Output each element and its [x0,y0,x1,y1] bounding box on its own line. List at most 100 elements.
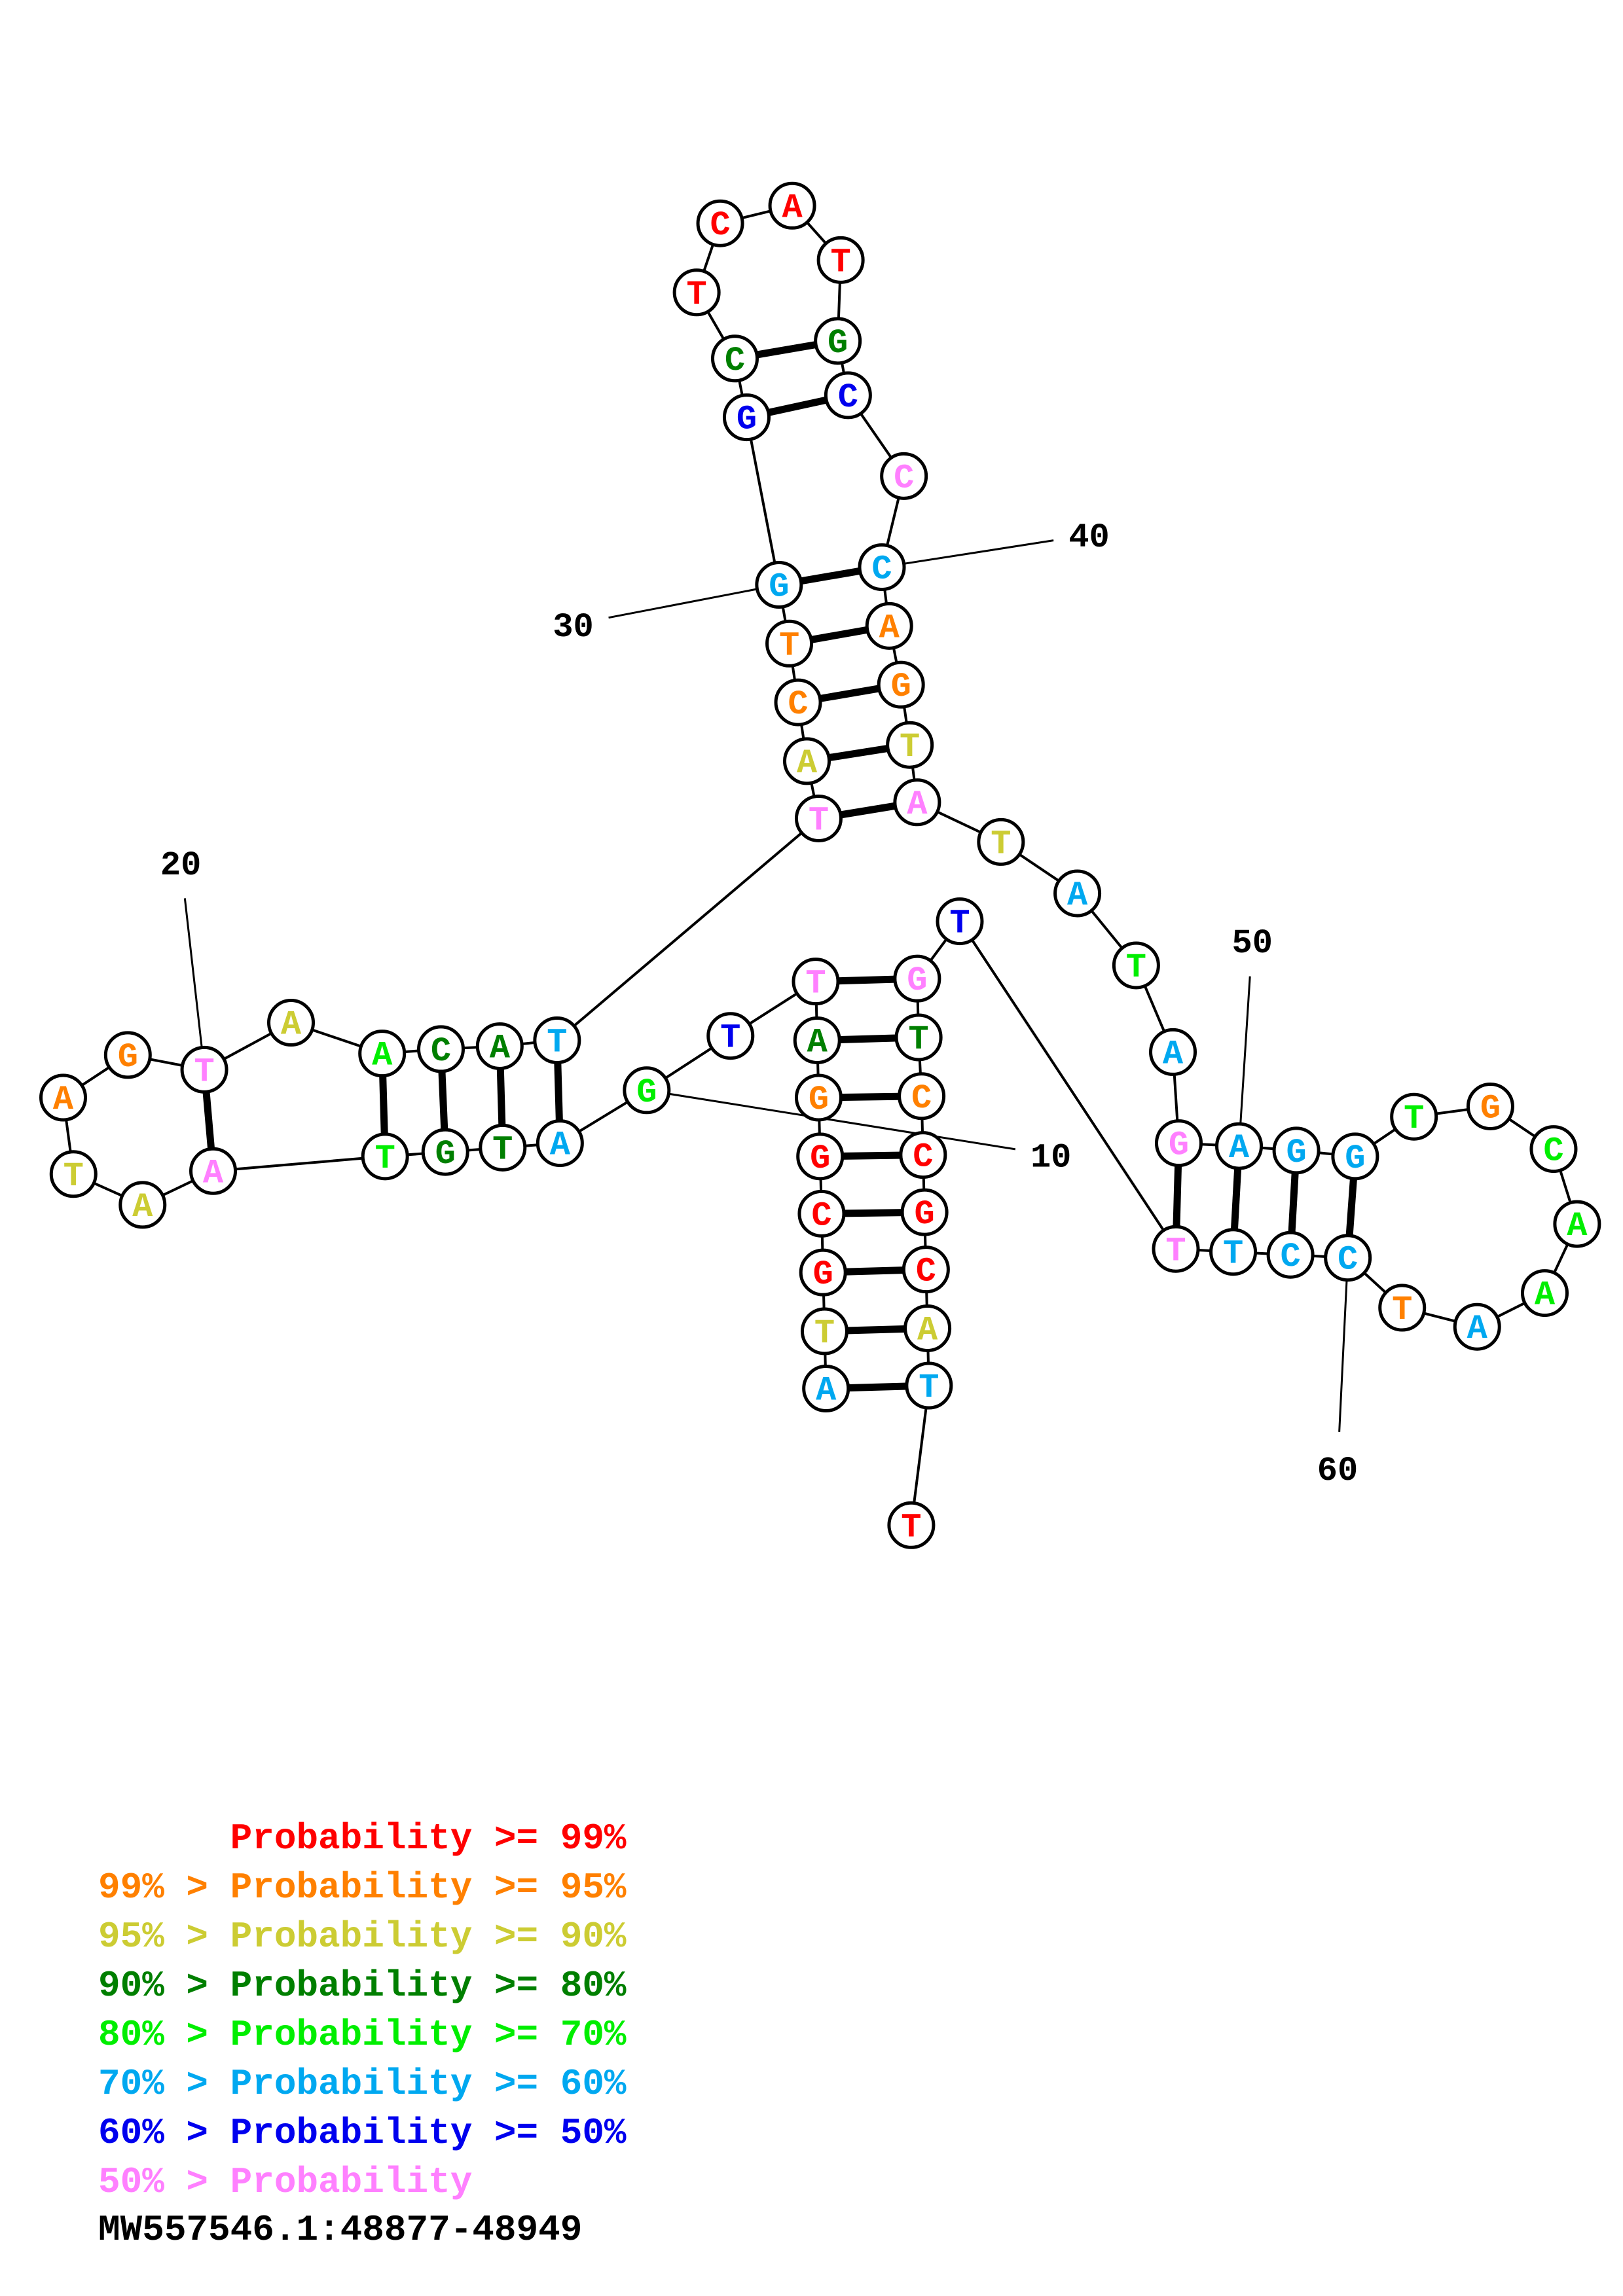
nucleotide: A [1520,1269,1569,1318]
nucleotide-circle [533,1016,581,1064]
nucleotide-circle [1390,1092,1438,1141]
nucleotide-circle [796,1132,845,1181]
nucleotide: A [39,1073,88,1122]
nucleotide-base: A [1467,1310,1488,1348]
nucleotide-circle [189,1147,238,1195]
nucleotide-circle [1272,1126,1321,1175]
nucleotide-base: G [1480,1089,1501,1128]
nucleotide-base: A [807,1023,828,1062]
nucleotide: A [1215,1122,1264,1170]
nucleotide-circle [103,1031,152,1079]
nucleotide-circle [1453,1302,1501,1351]
nucleotide-base: T [492,1130,513,1169]
nucleotide: G [814,317,862,365]
nucleotide: A [189,1147,238,1195]
nucleotide-base: C [838,378,858,417]
nucleotide-circle [1466,1082,1514,1130]
nucleotide-circle [1209,1228,1258,1276]
nucleotide: A [358,1030,407,1078]
nucleotide-base: A [132,1188,153,1227]
nucleotide: C [696,199,744,247]
nucleotide-circle [1053,869,1102,918]
nucleotide-circle [358,1030,407,1078]
position-label-leader [1238,976,1251,1147]
nucleotide: T [533,1016,581,1064]
nucleotide-base: C [1338,1241,1358,1280]
nucleotide-circle [1149,1028,1197,1076]
nucleotide-base: A [879,609,900,647]
legend-row: 95% > Probability >= 90% [98,1916,627,1958]
nucleotide: C [880,452,928,500]
position-label: 50 [1232,924,1273,963]
nucleotide-circle [894,1013,943,1062]
nucleotide-base: C [1543,1132,1563,1171]
nucleotide: A [768,181,816,230]
nucleotide-circle [816,236,865,284]
nucleotide-base: G [1286,1134,1306,1172]
probability-legend: Probability >= 99%99% > Probability >= 9… [98,1814,627,2207]
legend-row: 99% > Probability >= 95% [98,1867,627,1909]
nucleotide-circle [1266,1230,1315,1279]
nucleotide: A [536,1119,584,1168]
nucleotide-circle [711,334,759,383]
nucleotide-base: T [687,276,707,314]
nucleotide: G [900,1188,949,1236]
nucleotide-base: G [118,1038,138,1077]
nucleotide: T [792,958,840,1006]
nucleotide-base: T [949,905,970,943]
nucleotide-base: T [1165,1232,1186,1270]
nucleotide-base: G [435,1135,456,1174]
nucleotide-base: T [1126,948,1146,987]
nucleotide-circle [765,619,814,668]
nucleotide: G [893,954,941,1003]
nucleotide-base: C [911,1079,932,1118]
nucleotide: T [765,619,814,668]
nucleotide: G [877,660,925,709]
nucleotide: G [799,1248,847,1297]
nucleotide-circle [893,778,941,827]
nucleotide-base: G [891,668,911,706]
nucleotide-circle [936,897,984,946]
position-label: 40 [1068,518,1109,557]
nucleotide-circle [783,737,831,785]
nucleotide-base: A [1535,1276,1556,1315]
nucleotide: G [1272,1126,1321,1175]
position-label: 10 [1030,1139,1071,1177]
nucleotide-circle [623,1066,671,1115]
nucleotide-circle [774,678,822,726]
nucleotide-circle [794,794,843,842]
nucleotide-circle [1215,1122,1264,1170]
position-label-leader [646,1089,1016,1151]
position-label: 30 [553,608,593,647]
nucleotide-circle [898,1072,946,1121]
nucleotide: G [722,393,771,442]
nucleotide-circle [536,1119,584,1168]
nucleotide-circle [475,1022,524,1070]
nucleotide-circle [800,1307,848,1355]
nucleotide-base: T [809,801,829,840]
nucleotide-base: T [1223,1235,1243,1274]
nucleotide-circle [1520,1269,1569,1318]
nucleotide: T [1390,1092,1438,1141]
nucleotide-circle [902,1246,950,1294]
nucleotide-base: T [901,1508,921,1547]
nucleotide-circle [1324,1234,1372,1282]
nucleotide-circle [722,393,771,442]
nucleotide: G [623,1066,671,1115]
nucleotide-circle [893,954,941,1003]
nucleotide-base: T [814,1314,835,1353]
nucleotide-base: C [431,1032,451,1071]
nucleotide-circle [49,1150,98,1198]
nucleotide-circle [1378,1283,1427,1332]
nucleotide-circle [1529,1125,1578,1174]
nucleotide-circle [1553,1200,1601,1248]
nucleotide-base: A [797,744,818,783]
nucleotide-circle [905,1361,953,1410]
nucleotide-base: T [375,1139,395,1178]
sequence-id: MW557546.1:48877-48949 [98,2209,583,2251]
backbone-link [958,920,1177,1250]
nucleotide-base: C [1281,1238,1301,1276]
nucleotide-base: G [810,1139,830,1178]
nucleotide: A [1053,869,1102,918]
